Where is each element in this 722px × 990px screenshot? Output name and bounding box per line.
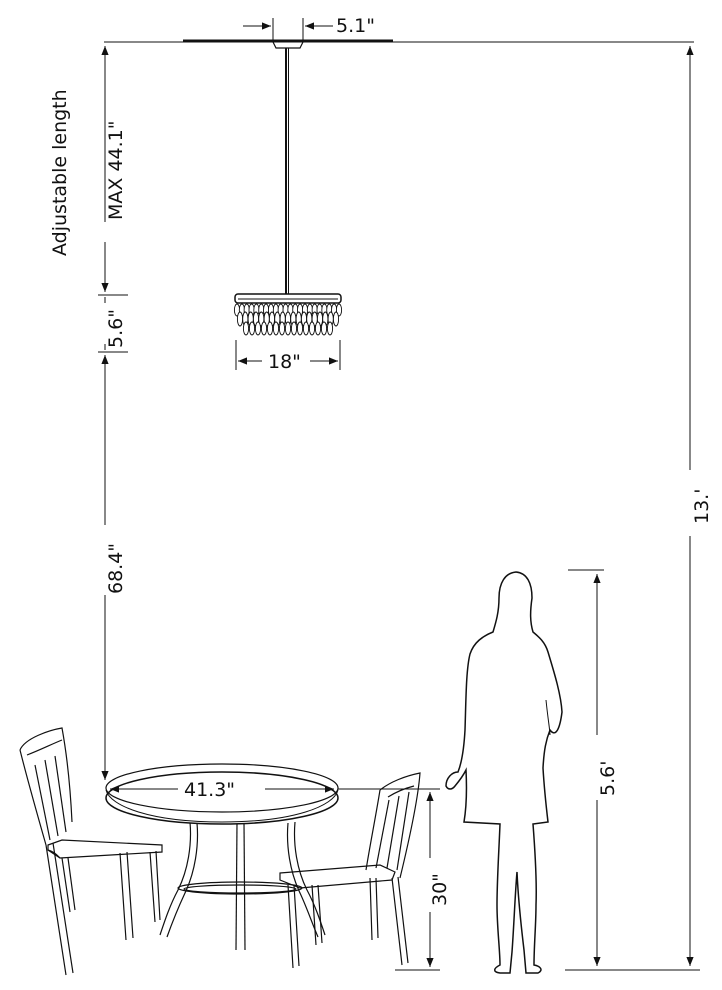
person-height-dimension: 5.6': [568, 569, 619, 966]
table-diameter-dimension: 41.3": [110, 779, 334, 801]
adjustable-length-label: Adjustable length: [49, 89, 71, 256]
crystal-drop: [326, 321, 334, 336]
max-rod-label: MAX 44.1": [105, 121, 127, 221]
fixture-width-label: 18": [268, 351, 301, 373]
crystal-drop: [302, 321, 310, 336]
crystal-drop: [314, 321, 322, 336]
table-diameter-label: 41.3": [184, 779, 235, 801]
ceiling: [104, 39, 694, 43]
crystal-drop: [266, 321, 274, 336]
left-chair: [19, 727, 163, 976]
person-height-label: 5.6': [597, 761, 619, 796]
right-chair: [279, 772, 421, 969]
table-height-dimension: 30": [338, 788, 451, 967]
crystal-drop: [308, 321, 316, 336]
crystal-drop: [332, 311, 340, 327]
crystal-drops: [233, 303, 343, 336]
table-height-label: 30": [429, 873, 451, 906]
ceiling-height-label: 13.': [691, 489, 713, 524]
crystal-drop: [272, 321, 280, 336]
crystal-drop: [320, 321, 328, 336]
crystal-drop: [290, 321, 298, 336]
fixture-width-dimension: 18": [235, 340, 341, 373]
fixture-to-table-label: 68.4": [105, 543, 127, 594]
crystal-drop: [236, 311, 244, 327]
crystal-drop: [248, 321, 256, 336]
crystal-drop: [296, 321, 304, 336]
fixture-height-label: 5.6": [105, 309, 127, 348]
canopy-dimension: 5.1": [243, 15, 375, 42]
crystal-drop: [254, 321, 262, 336]
round-table: [105, 763, 339, 951]
person-silhouette: [445, 571, 563, 974]
pendant-fixture: [233, 41, 343, 336]
canopy-width-label: 5.1": [336, 15, 375, 37]
crystal-drop: [242, 321, 250, 336]
crystal-drop: [284, 321, 292, 336]
ceiling-height-dimension: 13.': [686, 46, 713, 966]
left-dimension-chain: MAX 44.1" Adjustable length 5.6" 68.4": [49, 46, 128, 780]
crystal-drop: [278, 321, 286, 336]
crystal-drop: [260, 321, 268, 336]
